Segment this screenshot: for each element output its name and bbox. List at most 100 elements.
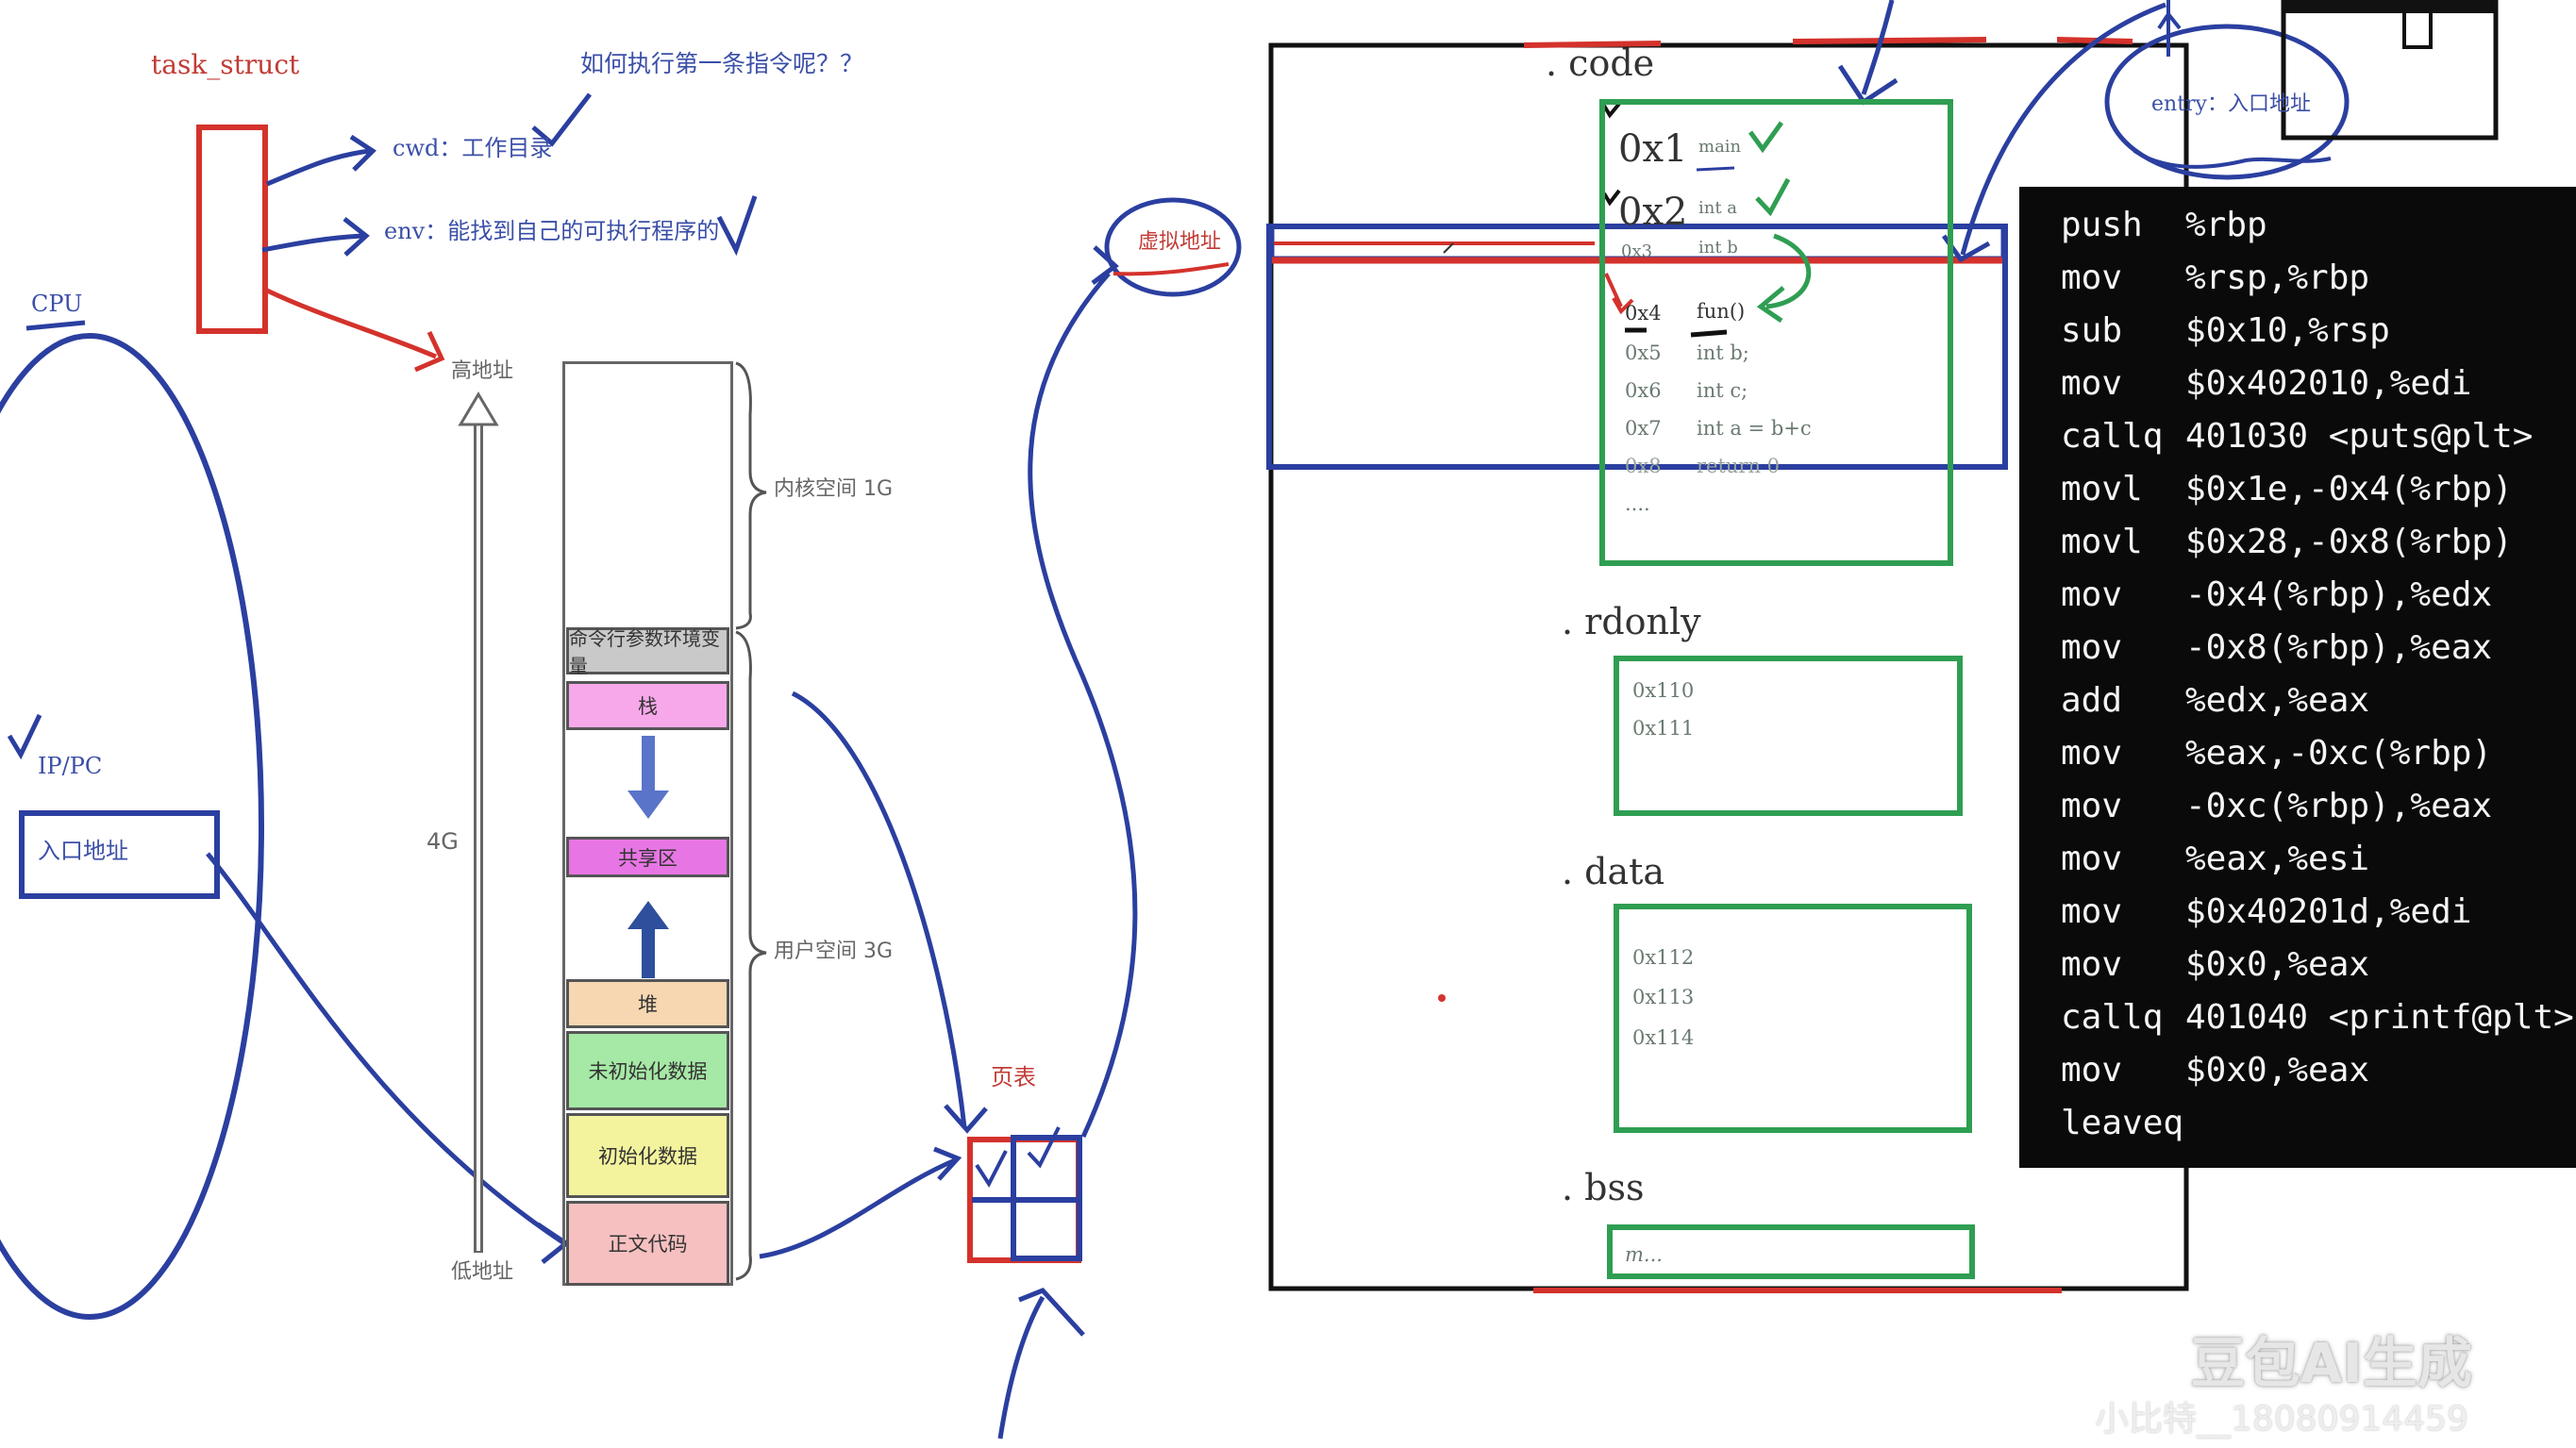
arrow-into-code (1837, 0, 1899, 106)
code-text: fun() (1697, 300, 1746, 323)
entry-bubble (2104, 24, 2350, 180)
section-rdonly-title: . rdonly (1562, 601, 1701, 642)
code-check-2 (1602, 189, 1621, 207)
pencil-mark (1443, 242, 1454, 254)
code-addr: 0x2 (1618, 191, 1688, 234)
entry-bubble-label: entry：入口地址 (2151, 92, 2311, 116)
data-section-box (1614, 904, 1972, 1133)
code-underline-main (1696, 166, 1735, 172)
cpu-ellipse (0, 333, 264, 1320)
region-bss: 未初始化数据 (566, 1031, 729, 1110)
ip-pc-label: IP/PC (38, 753, 103, 779)
rdonly-section-box (1614, 656, 1963, 816)
bss-section-box (1607, 1224, 1975, 1279)
check-mark-env (716, 195, 758, 257)
arrow-up-to-pagetable (997, 1288, 1085, 1440)
env-label: env：能找到自己的可执行程序的 (384, 218, 720, 244)
code-text: main (1698, 137, 1742, 157)
user-brace (735, 630, 767, 1281)
code-text: int b (1698, 238, 1738, 258)
rdonly-addr: 0x110 (1632, 679, 1695, 702)
data-addr: 0x112 (1632, 946, 1695, 969)
red-dot (1438, 994, 1446, 1002)
data-addr: 0x114 (1632, 1026, 1695, 1049)
code-check-int-a (1755, 177, 1791, 217)
code-check-1 (1602, 102, 1621, 119)
cpu-underline (25, 320, 86, 331)
code-text: int c; (1697, 379, 1748, 402)
arrow-memory-to-pagetable (791, 691, 988, 1134)
code-red-arrow (1604, 273, 1634, 315)
video-overlay-box (2281, 0, 2499, 141)
arrow-to-cwd (266, 134, 376, 187)
arrow-entry-down (2157, 0, 2182, 57)
code-text: return 0 (1697, 455, 1781, 477)
data-addr: 0x113 (1632, 986, 1695, 1008)
assembly-listing: push%rbp mov%rsp,%rbp sub$0x10,%rsp mov$… (2019, 187, 2576, 1168)
code-text: int b; (1697, 341, 1749, 364)
code-section-box (1599, 99, 1953, 566)
entry-address-label: 入口地址 (38, 838, 128, 864)
high-address-label: 高地址 (451, 359, 514, 383)
section-bss-title: . bss (1562, 1167, 1645, 1208)
cpu-label: CPU (31, 291, 83, 317)
code-addr: 0x4 (1625, 302, 1662, 325)
check-mark-cpu (7, 713, 42, 760)
code-text: int a (1698, 198, 1738, 218)
region-stack: 栈 (566, 681, 729, 730)
page-table-label: 页表 (991, 1064, 1036, 1090)
task-struct-label: task_struct (151, 49, 300, 80)
check-mark-pagetable-1 (975, 1150, 1008, 1188)
arrow-to-high-addr (265, 288, 445, 373)
code-addr: 0x3 (1621, 241, 1653, 261)
entry-bubble-scribble (2133, 149, 2332, 169)
region-heap: 堆 (566, 979, 729, 1028)
entry-register-box (19, 810, 220, 899)
check-mark-question (531, 92, 592, 147)
region-env-args: 命令行参数环境变量 (566, 627, 729, 677)
kernel-brace (735, 361, 767, 630)
question-label: 如何执行第一条指令呢？？ (580, 50, 864, 77)
code-addr: 0x7 (1625, 417, 1662, 440)
address-axis-head (458, 391, 499, 426)
arrow-to-env (261, 217, 370, 257)
region-shared: 共享区 (566, 837, 729, 877)
region-data: 初始化数据 (566, 1113, 729, 1198)
arrow-code-to-pagetable (759, 1146, 962, 1259)
arrow-pagetable-to-virtual (1028, 245, 1138, 1139)
code-addr: 0x1 (1618, 127, 1688, 171)
rdonly-addr: 0x111 (1632, 717, 1695, 740)
code-text: int a = b+c (1697, 417, 1812, 440)
section-code-title: . code (1546, 42, 1655, 84)
cwd-label: cwd：工作目录 (393, 135, 553, 161)
watermark-brand: 豆包AI生成 (2190, 1331, 2472, 1395)
code-addr: 0x5 (1625, 341, 1662, 364)
low-address-label: 低地址 (451, 1260, 514, 1284)
kernel-space-label: 内核空间 1G (774, 477, 894, 501)
bss-var: m... (1625, 1243, 1663, 1266)
user-space-label: 用户空间 3G (774, 940, 894, 963)
watermark-user: 小比特__18080914459 (2095, 1400, 2468, 1439)
video-overlay-inner (2402, 0, 2433, 49)
code-green-arrow (1756, 233, 1812, 324)
virtual-address-bubble (1104, 197, 1242, 297)
heap-up-arrow-head (627, 901, 669, 929)
virtual-address-underline (1112, 262, 1229, 276)
code-addr: 0x6 (1625, 379, 1662, 402)
code-underline-fun (1690, 329, 1728, 338)
code-addr: 0x8 (1625, 455, 1662, 477)
stack-down-arrow-shaft (642, 736, 655, 802)
task-struct-box (196, 125, 268, 334)
code-addr: .... (1625, 492, 1650, 515)
check-mark-pagetable-2 (1027, 1126, 1061, 1169)
section-data-title: . data (1562, 851, 1665, 892)
heap-up-arrow-shaft (642, 920, 655, 978)
stack-down-arrow-head (627, 791, 669, 819)
region-text: 正文代码 (566, 1201, 729, 1286)
address-size-label: 4G (427, 828, 459, 855)
code-check-main (1748, 121, 1784, 154)
video-overlay-top (2283, 0, 2496, 13)
virtual-address-label: 虚拟地址 (1138, 230, 1222, 254)
